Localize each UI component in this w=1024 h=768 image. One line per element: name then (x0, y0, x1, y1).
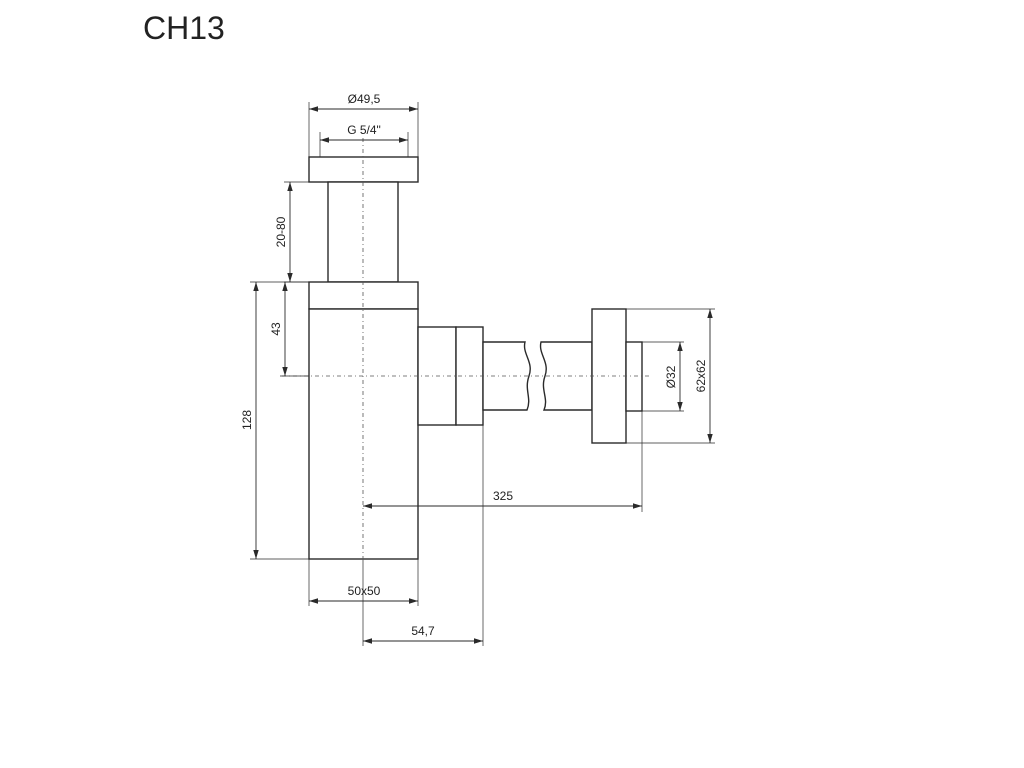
label-height-adjust: 20-80 (274, 216, 288, 247)
outlet-pipe-left (482, 341, 531, 411)
dimension-labels: Ø49,5 G 5/4" 20-80 43 128 325 Ø32 62x62 … (240, 92, 708, 638)
top-cap (308, 156, 419, 183)
label-outlet-offset: 43 (269, 322, 283, 336)
extension-lines (250, 102, 715, 646)
wall-rosette (625, 341, 643, 412)
label-flange: 62x62 (694, 359, 708, 392)
center-lines (282, 138, 650, 560)
page-title: CH13 (143, 10, 225, 46)
label-length: 325 (493, 489, 513, 503)
outlet-pipe-right (539, 341, 593, 411)
body-collar (308, 281, 419, 310)
label-outlet-distance: 54,7 (411, 624, 435, 638)
siphon-parts (308, 156, 643, 560)
label-outlet-diameter: Ø32 (664, 365, 678, 388)
label-thread: G 5/4" (347, 123, 381, 137)
label-top-diameter: Ø49,5 (348, 92, 381, 106)
dimension-lines (253, 106, 713, 644)
label-body-height: 128 (240, 410, 254, 430)
body (308, 308, 419, 560)
label-body-section: 50x50 (348, 584, 381, 598)
inlet-tube (327, 181, 399, 283)
